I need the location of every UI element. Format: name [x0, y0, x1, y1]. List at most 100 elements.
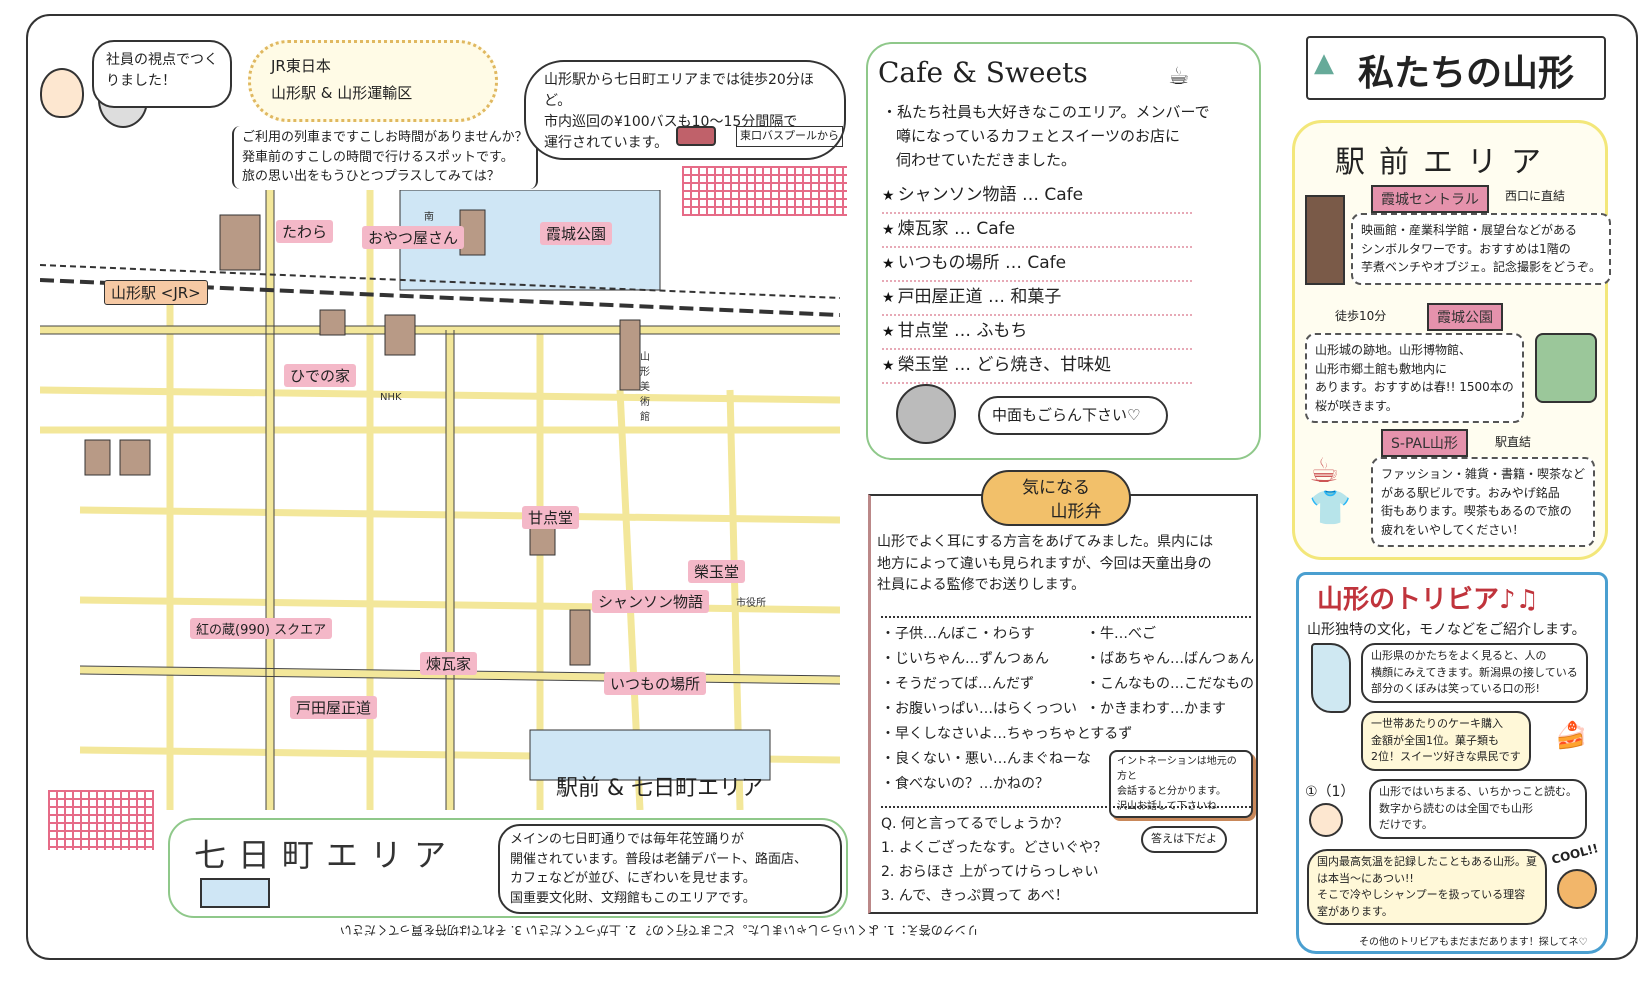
cafe-name: 煉瓦家: [897, 219, 949, 239]
cafe-intro: ・私たち社員も大好きなこのエリア。メンバーで 噂になっているカフェとスイーツのお…: [882, 100, 1210, 172]
intro-line: ご利用の列車まですこしお時間がありませんか？: [242, 130, 528, 145]
spot-name[interactable]: S-PAL山形: [1381, 429, 1468, 457]
cafe-type: … Cafe: [953, 219, 1016, 239]
spot-name[interactable]: 霞城セントラル: [1371, 185, 1489, 213]
map-title-box: [529, 729, 771, 781]
star-icon: ★: [882, 324, 895, 340]
dialect-item: ・早くしなさいよ…ちゃっちゃとするず: [881, 726, 1133, 742]
kanji-label: ①（1）: [1305, 784, 1355, 800]
trivia-panel: 山形のトリビア♪♫ 山形独特の文化，モノなどをご紹介します。 山形県のかたちをよ…: [1296, 572, 1608, 954]
map-label-rengaya[interactable]: 煉瓦家: [420, 652, 478, 675]
spot-line: 桜が咲きます。: [1315, 398, 1398, 413]
see-inside-bubble: 中面もごらん下さい♡: [978, 396, 1168, 435]
dialect-intro-line: 社員による監修でお送りします。: [877, 577, 1086, 594]
trivia-line: 国内最高気温を記録したこともある山形。夏は本当〜にあつい!!: [1317, 855, 1537, 885]
bus-icon: [676, 126, 716, 146]
cafe-name: 甘点堂: [897, 321, 949, 341]
trivia-line: 山形ではいちまる、いちかっこと読む。: [1379, 785, 1577, 798]
spot-line: 街もあります。喫茶もあるので旅の: [1381, 504, 1572, 519]
cafe-item[interactable]: ★榮玉堂 … どら焼き、甘味処: [882, 350, 1192, 384]
spot-description: 映画館・産業科学館・展望台などがある シンボルタワーです。おすすめは1階の 芋煮…: [1351, 213, 1612, 285]
cafe-item[interactable]: ★シャンソン物語 … Cafe: [882, 180, 1192, 214]
trivia-line: そこで冷やしシャンプーを扱っている理容: [1317, 888, 1526, 901]
bus-stop-label: 東口バスプールから: [736, 126, 843, 147]
railway: [40, 264, 840, 299]
area-map: [40, 190, 840, 810]
ekimae-panel: 駅前エリア 霞城セントラル 西口に直結 映画館・産業科学館・展望台などがある シ…: [1292, 120, 1612, 560]
dialect-panel: 気になる 山形弁 山形でよく耳にする方言をあげてみました。県内には 地方によって…: [868, 470, 1258, 914]
intro-line: 旅の思い出をもうひとつプラスしてみては？: [242, 169, 500, 184]
dialect-item: ・良くない・悪い…んまぐねーな: [881, 751, 1091, 767]
mountain-icon: ▲: [1314, 48, 1334, 78]
tower-icon: [1305, 195, 1345, 285]
cafe-list: ★シャンソン物語 … Cafe ★煉瓦家 … Cafe ★いつもの場所 … Ca…: [882, 180, 1192, 384]
intro-text: ご利用の列車まですこしお時間がありませんか？ 発車前のすこしの時間で行けるスポッ…: [232, 126, 538, 189]
map-label-benigura[interactable]: 紅の蔵(990) スクエア: [190, 618, 333, 639]
trivia-line: 数字から読むのは全国でも山形: [1379, 801, 1533, 815]
note-line: 会話すると分かります。: [1117, 786, 1226, 797]
nanokamachi-line: カフェなどが並び、にぎわいを見せます。: [510, 871, 756, 886]
spot-access: 西口に直結: [1505, 189, 1566, 203]
nanokamachi-text: メインの七日町通りでは毎年花笠踊りが 開催されています。普段は老舗デパート、路面…: [498, 824, 842, 914]
map-label-kanrodo[interactable]: 甘点堂: [522, 506, 580, 529]
dialect-item: ・子供…んぼこ・わらす: [881, 626, 1035, 642]
cafe-intro-line: 伺わせていただきました。: [896, 151, 1077, 169]
quiz-title: Q. 何と言ってるでしょうか？: [881, 816, 1069, 832]
trivia-title: 山形のトリビア♪♫: [1317, 585, 1539, 615]
star-icon: ★: [882, 188, 895, 204]
dialect-right-list: ・牛…べご ・ばあちゃん…ばんつぁん ・こんなもの…こだなもの ・かきまわす…か…: [1086, 622, 1254, 722]
map-label-eigyokudo[interactable]: 榮玉堂: [688, 560, 746, 583]
access-bubble: 山形駅から七日町エリアまでは徒歩20分ほど。 市内巡回の¥100バスも10〜15…: [524, 60, 846, 160]
dialect-item: ・じいちゃん…ずんつぁん: [881, 651, 1049, 667]
road-outlines: [40, 190, 840, 810]
yamagata-title: 私たちの山形: [1358, 53, 1575, 94]
quiz-item: 3. んで、きっぷ買って あべ！: [881, 888, 1069, 904]
trivia-item: 山形県のかたちをよく見ると、人の横顔にみえてきます。新潟県の接している部分のくぼ…: [1361, 643, 1588, 703]
cafe-item[interactable]: ★いつもの場所 … Cafe: [882, 248, 1192, 282]
staff-avatar: [896, 384, 956, 444]
cafe-type: … Cafe: [1021, 185, 1084, 205]
map-label-hideno[interactable]: ひでの家: [284, 364, 357, 387]
spot-access: 徒歩10分: [1335, 309, 1387, 323]
dialect-item: ・かきまわす…かます: [1086, 701, 1226, 717]
cafe-title: Cafe & Sweets: [878, 56, 1088, 89]
dialect-item: ・そうだってば…んだず: [881, 676, 1035, 692]
cafe-item[interactable]: ★煉瓦家 … Cafe: [882, 214, 1192, 248]
cafe-item[interactable]: ★甘点堂 … ふもち: [882, 316, 1192, 350]
quiz: Q. 何と言ってるでしょうか？ 1. よくござったなす。どさいぐや？ 2. おら…: [881, 812, 1107, 908]
map-label-todaya[interactable]: 戸田屋正道: [290, 696, 378, 719]
cafe-item[interactable]: ★戸田屋正道 … 和菓子: [882, 282, 1192, 316]
cafe-type: … どら焼き、甘味処: [953, 355, 1112, 375]
cafe-name: 戸田屋正道: [897, 287, 983, 307]
ekimae-title: 駅前エリア: [1335, 145, 1555, 180]
spot-access: 駅直結: [1495, 435, 1532, 449]
map-label-tawara[interactable]: たわら: [276, 220, 334, 243]
intro-line: 発車前のすこしの時間で行けるスポットです。: [242, 149, 514, 165]
spot-line: がある駅ビルです。おみやげ銘品: [1381, 485, 1560, 500]
trivia-line: 部分のくぼみは笑っている口の形!: [1371, 682, 1540, 695]
map-label-station[interactable]: 山形駅 <JR>: [104, 280, 208, 305]
map-label-chanson[interactable]: シャンソン物語: [592, 590, 710, 613]
spot-line: 疲れをいやしてください！: [1381, 522, 1525, 537]
map-label-oyatsu[interactable]: おやつ屋さん: [362, 226, 465, 249]
dialect-item: ・ばあちゃん…ばんつぁん: [1086, 651, 1254, 667]
dialect-title: 気になる 山形弁: [981, 470, 1131, 526]
trivia-line: 金額が全国1位。菓子類も: [1371, 733, 1499, 747]
trivia-line: 室があります。: [1317, 904, 1393, 918]
trivia-intro: 山形独特の文化，モノなどをご紹介します。: [1307, 622, 1586, 638]
spot-line: 映画館・産業科学館・展望台などがある: [1361, 223, 1578, 237]
map-label-kajo-park[interactable]: 霞城公園: [540, 222, 613, 245]
dialect-item: ・こんなもの…こだなもの: [1086, 676, 1254, 692]
map-label-itsumono[interactable]: いつもの場所: [604, 672, 707, 695]
map-label-city-hall: 市役所: [736, 598, 766, 609]
divider: [881, 806, 1251, 808]
nanokamachi-panel: 七日町エリア メインの七日町通りでは毎年花笠踊りが 開催されています。普段は老舗…: [168, 818, 848, 918]
decor-mesh: [682, 166, 847, 216]
trivia-line: 横顔にみえてきます。新潟県の接している: [1371, 665, 1578, 679]
cool-label: COOL!!: [1550, 841, 1600, 867]
map-label-south: 南: [424, 212, 434, 223]
yamagata-map-icon: [1311, 643, 1351, 713]
spot-name[interactable]: 霞城公園: [1427, 303, 1503, 331]
nanokamachi-title: 七日町エリア: [194, 836, 459, 874]
girl-icon: [1309, 803, 1343, 837]
